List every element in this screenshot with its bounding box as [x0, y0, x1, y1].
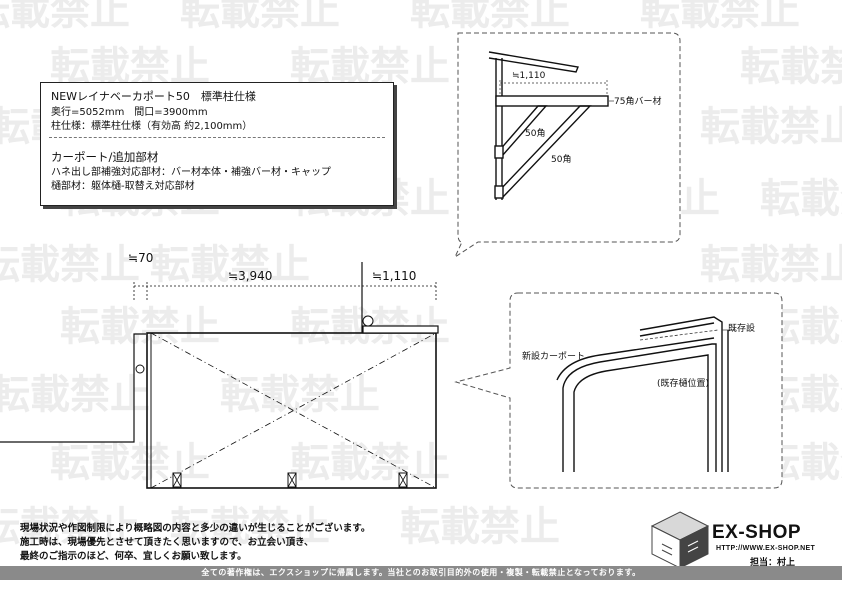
- watermark-text: 転載禁止: [700, 242, 842, 288]
- detail-roof-line: [488, 51, 579, 73]
- info-title: NEWレイナベーカポート50 標準柱仕様: [51, 90, 256, 103]
- spec-info-box: NEWレイナベーカポート50 標準柱仕様 奥行=5052mm 間口=3900mm…: [40, 82, 394, 206]
- staff-label: 担当：村上: [750, 558, 796, 568]
- detail-brace-1-label: 50角: [525, 127, 545, 139]
- detail-brace-2: [497, 105, 592, 199]
- info-pillar: 柱仕様：標準柱仕様（有効高 約2,100mm）: [51, 121, 253, 132]
- detail-bracket-1: [494, 145, 504, 159]
- note-line-3: 最終のご指示のほど、何卒、宜しくお願い致します。: [20, 551, 247, 562]
- watermark-text: 転載禁止: [700, 104, 842, 150]
- roof-diagonal-1: [150, 332, 437, 489]
- dim-main-label: ≒3,940: [228, 269, 272, 283]
- watermark-text: 転載禁止: [760, 176, 842, 222]
- watermark-text: 転載禁止: [740, 44, 842, 90]
- detail-brace-2-label: 50角: [551, 153, 571, 165]
- watermark-text: 転載禁止: [170, 504, 330, 550]
- overhang-bar: [362, 325, 439, 334]
- watermark-text: 転載禁止: [150, 242, 310, 288]
- watermark-text: 転載禁止: [400, 504, 560, 550]
- watermark-text: 転載禁止: [0, 504, 140, 550]
- info-part-1: ハネ出し部補強対応部材：バー材本体・補強バー材・キャップ: [51, 167, 331, 178]
- logo-name: EX-SHOP: [712, 522, 802, 543]
- footer-text: 全ての著作権は、エクスショップに帰属します。当社とのお取引目的外の使用・複製・転…: [201, 568, 641, 577]
- detail-bar: [495, 95, 609, 107]
- plan-view: [0, 262, 439, 489]
- post-2: [287, 472, 297, 488]
- watermark-text: 転載禁止: [50, 440, 210, 486]
- note-line-1: 現場状況や作図制限により概略図の内容と多少の違いが生じることがございます。: [20, 523, 371, 534]
- detail-callout-top: [453, 32, 681, 259]
- watermark-text: 転載禁止: [60, 304, 220, 350]
- callout-bubble-top: [453, 32, 681, 259]
- watermark-text: 転載禁止: [0, 242, 140, 288]
- watermark-text: 転載禁止: [290, 440, 450, 486]
- detail-existing-label: 既存設: [728, 322, 755, 334]
- notes-block: 現場状況や作図制限により概略図の内容と多少の違いが生じることがございます。 施工…: [20, 522, 370, 564]
- detail-bar-label: 75角バー材: [614, 95, 661, 107]
- dim-left-label: ≒70: [128, 251, 153, 265]
- ex-shop-logo-mark: [650, 511, 710, 569]
- existing-roof-2: [639, 322, 715, 337]
- existing-roof: [639, 316, 723, 472]
- watermark-text: 転載禁止: [0, 0, 130, 34]
- footer-bar: 全ての著作権は、エクスショップに帰属します。当社とのお取引目的外の使用・複製・転…: [0, 566, 842, 580]
- detail-top-dim-label: ≒1,110: [512, 71, 546, 81]
- new-carport-arch-inner: [573, 354, 709, 472]
- post-1: [172, 472, 182, 488]
- info-part-2: 樋部材：躯体樋-取替え対応部材: [51, 181, 195, 192]
- info-size: 奥行=5052mm 間口=3900mm: [51, 107, 208, 118]
- detail-new-carport-label: 新設カーポート: [522, 350, 585, 362]
- detail-brace-1: [497, 105, 548, 157]
- watermark-text: 転載禁止: [410, 0, 570, 34]
- existing-post-marker: [135, 364, 145, 374]
- detail-bracket-2: [494, 185, 504, 199]
- detail-gutter-label: (既存樋位置): [657, 377, 709, 389]
- watermark-text: 転載禁止: [0, 372, 150, 418]
- detail-callout-bottom: [454, 292, 783, 489]
- dim-overhang-label: ≒1,110: [372, 269, 416, 283]
- info-section-title: カーポート/追加部材: [51, 150, 159, 164]
- gutter-dashed: [639, 329, 719, 341]
- post-3: [398, 472, 408, 488]
- overhang-post-marker: [362, 315, 374, 327]
- info-divider: [49, 137, 385, 138]
- watermark-text: 転載禁止: [220, 372, 380, 418]
- note-line-2: 施工時は、現場優先とさせて頂きたく思いますので、お立会い頂き、: [20, 537, 314, 548]
- logo-url: HTTP://WWW.EX-SHOP.NET: [716, 545, 816, 552]
- new-carport-arch-outer: [562, 343, 717, 472]
- existing-building-outline: [0, 333, 146, 443]
- new-carport-arch-edge: [556, 337, 715, 381]
- watermark-text: 転載禁止: [640, 0, 800, 34]
- callout-bubble-bottom: [454, 292, 783, 489]
- watermark-text: 転載禁止: [180, 0, 340, 34]
- carport-roof-outline: [146, 332, 437, 489]
- roof-diagonal-2: [150, 332, 437, 489]
